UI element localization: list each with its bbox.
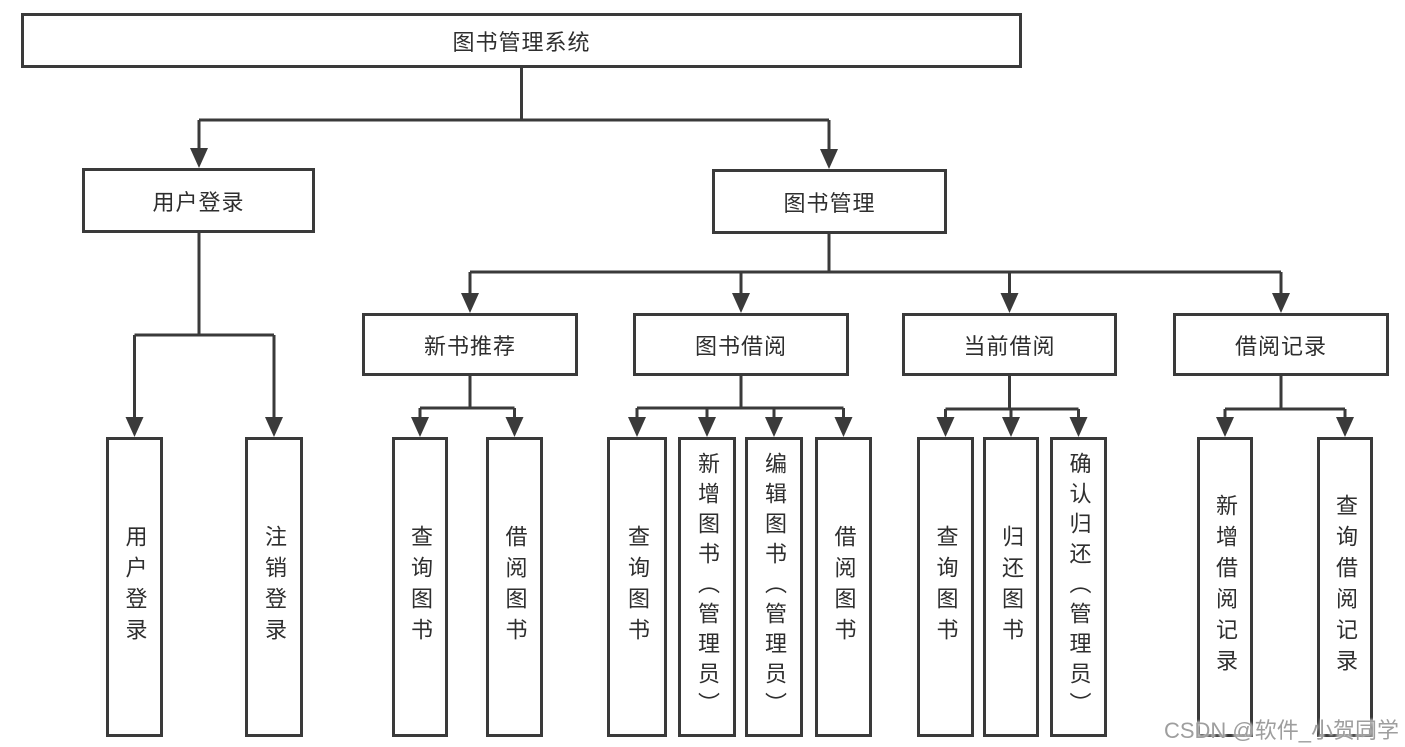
node-label: 确认归还（管理员）	[1066, 452, 1092, 722]
node-label: 查询图书	[625, 525, 650, 649]
leaf-query-borrow-record: 查询借阅记录	[1317, 437, 1373, 737]
node-label: 新增借阅记录	[1213, 494, 1238, 680]
node-label: 编辑图书（管理员）	[762, 452, 787, 722]
watermark: CSDN @软件_小贺同学	[1163, 718, 1399, 743]
leaf-borrow-books: 借阅图书	[815, 437, 872, 737]
node-label: 图书管理系统	[452, 29, 591, 55]
leaf-logout: 注销登录	[245, 437, 303, 737]
node-label: 借阅图书	[502, 525, 528, 649]
node-label: 查询图书	[933, 525, 959, 649]
leaf-confirm-return-admin: 确认归还（管理员）	[1050, 437, 1107, 737]
leaf-query-books-recommend: 查询图书	[392, 437, 448, 737]
leaf-return-books: 归还图书	[983, 437, 1039, 737]
node-label: 图书借阅	[694, 333, 787, 359]
leaf-add-borrow-record: 新增借阅记录	[1197, 437, 1253, 737]
leaf-add-books-admin: 新增图书（管理员）	[678, 437, 736, 737]
node-borrowing-records: 借阅记录	[1173, 313, 1389, 376]
node-label: 查询借阅记录	[1333, 494, 1358, 680]
node-book-borrowing: 图书借阅	[633, 313, 849, 376]
node-book-management: 图书管理	[712, 169, 947, 234]
leaf-borrow-books-recommend: 借阅图书	[486, 437, 543, 737]
node-user-login: 用户登录	[82, 168, 315, 233]
node-root: 图书管理系统	[21, 13, 1022, 68]
node-label: 新书推荐	[423, 333, 516, 359]
leaf-edit-books-admin: 编辑图书（管理员）	[745, 437, 803, 737]
node-label: 查询图书	[408, 525, 433, 649]
node-label: 当前借阅	[963, 333, 1056, 359]
node-label: 图书管理	[783, 190, 876, 216]
leaf-user-login: 用户登录	[106, 437, 163, 737]
leaf-query-books-current: 查询图书	[917, 437, 974, 737]
node-label: 注销登录	[262, 525, 287, 649]
node-label: 借阅记录	[1234, 333, 1327, 359]
node-label: 归还图书	[999, 525, 1024, 649]
node-label: 借阅图书	[831, 525, 857, 649]
node-current-borrowing: 当前借阅	[902, 313, 1117, 376]
node-label: 用户登录	[122, 525, 148, 649]
node-label: 新增图书（管理员）	[695, 452, 720, 722]
node-label: 用户登录	[152, 189, 245, 215]
leaf-query-books-borrow: 查询图书	[607, 437, 667, 737]
node-new-book-recommend: 新书推荐	[362, 313, 578, 376]
